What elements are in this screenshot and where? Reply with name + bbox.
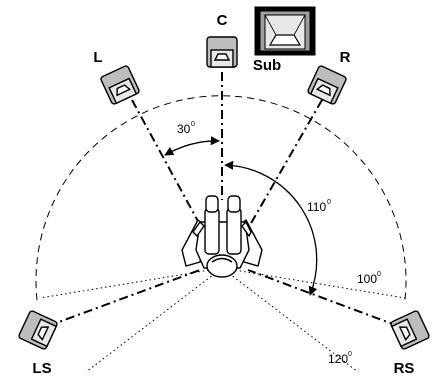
surround-angle-arc [224,160,318,296]
left-surround-label: LS [32,360,51,377]
front-angle-degree: 0 [191,121,195,128]
surround-max-angle-value: 120 [328,352,348,366]
right-speaker-icon [307,65,347,105]
surround-min-angle-degree: 0 [377,271,381,278]
right-surround-speaker-icon [390,310,430,350]
subwoofer-label: Sub [253,57,281,74]
listener-figure [181,195,263,278]
surround-max-angle-degree: 0 [348,351,352,358]
center-speaker-icon [206,36,238,68]
center-label: C [217,12,228,29]
surround-min-angle-value: 100 [357,272,377,286]
subwoofer-icon [254,6,316,56]
right-label: R [340,49,351,66]
left-label: L [93,49,102,66]
front-angle-arc [164,136,220,156]
surround-angle-value: 110 [307,200,326,214]
surround-range-lines [39,267,406,373]
left-surround-speaker-icon [18,310,58,350]
speaker-axes [47,72,399,327]
surround-angle-degree: 0 [327,199,331,206]
left-speaker-icon [100,65,140,105]
right-surround-label: RS [394,360,415,377]
front-angle-value: 30 [177,122,191,136]
